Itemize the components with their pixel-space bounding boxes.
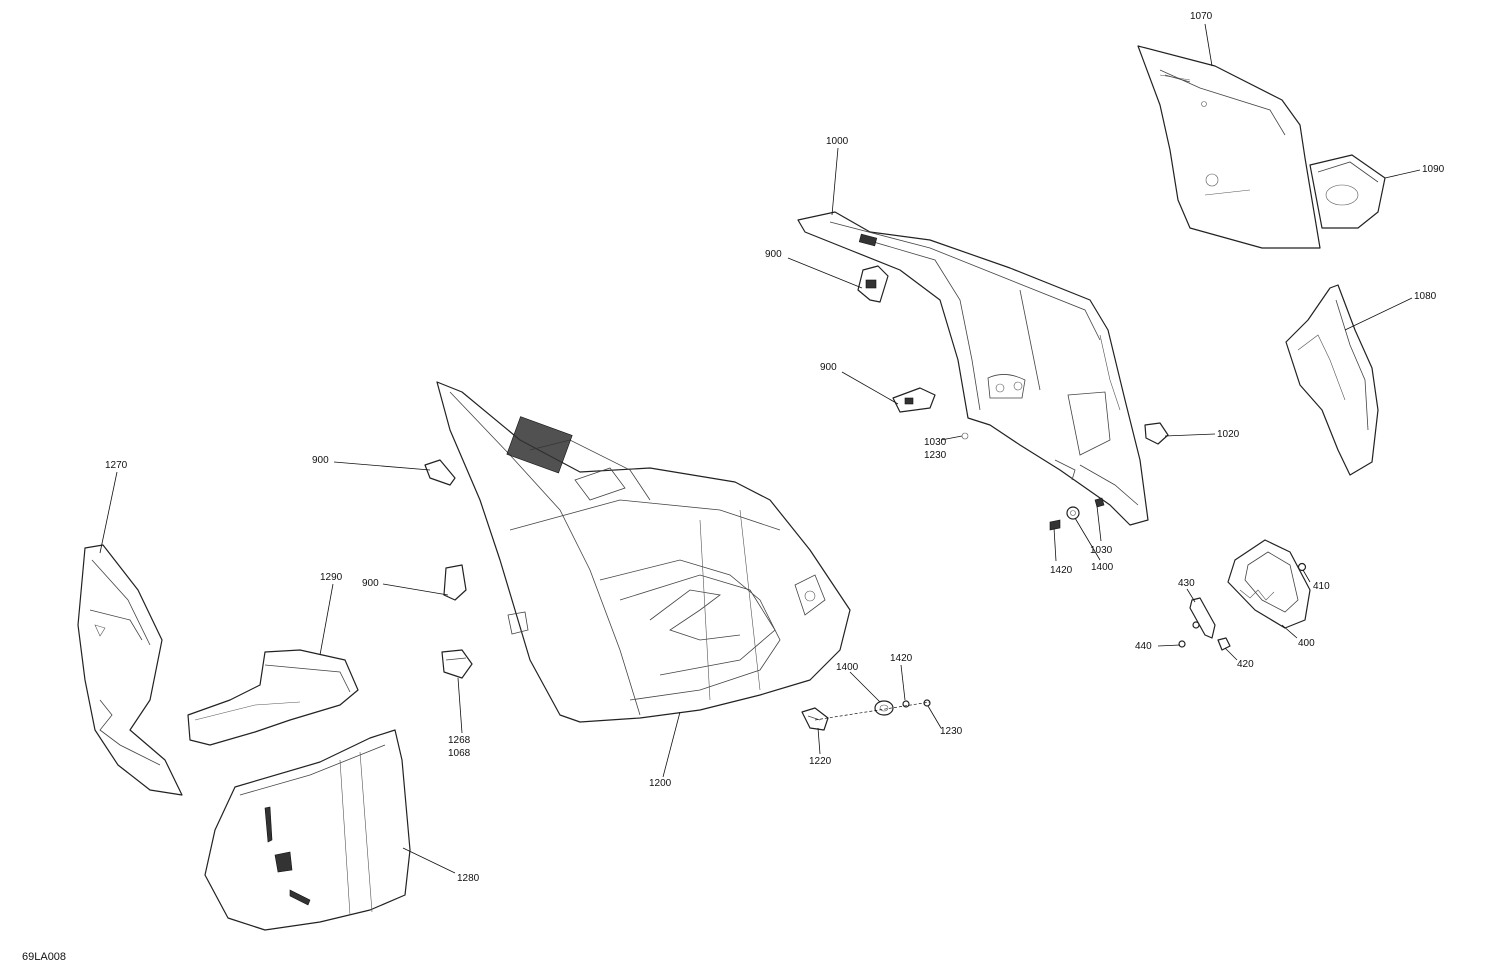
callout-900-a: 900 (765, 249, 782, 260)
part-430-plate (1189, 597, 1216, 639)
callout-1200: 1200 (649, 778, 672, 789)
callout-1290: 1290 (320, 572, 343, 583)
part-1270-left-panel (77, 544, 183, 796)
part-1420-washer (902, 700, 910, 708)
fastener-1030-upper (961, 432, 969, 440)
callout-1080: 1080 (1414, 291, 1437, 302)
callout-1220: 1220 (809, 756, 832, 767)
callout-1270: 1270 (105, 460, 128, 471)
callout-1070: 1070 (1190, 11, 1213, 22)
part-1220-hook (801, 707, 829, 731)
callout-1400-a: 1400 (1091, 562, 1114, 573)
part-400-latch (1227, 539, 1311, 629)
fastener-1400-upper (1066, 506, 1080, 520)
assembly-axis-lower (814, 701, 931, 721)
part-1070-panel (1137, 45, 1321, 249)
part-1200-main-body (436, 381, 851, 723)
fastener-1420-upper (1049, 519, 1061, 531)
callout-1268: 1268 (448, 735, 471, 746)
callout-1280: 1280 (457, 873, 480, 884)
callout-1068: 1068 (448, 748, 471, 759)
part-1000-console (797, 211, 1149, 526)
clip-1020 (1144, 422, 1169, 445)
callout-1420-a: 1420 (1050, 565, 1073, 576)
part-420-nut (1217, 637, 1231, 651)
part-1400-grommet (874, 700, 894, 716)
part-1280-lower-panel (204, 729, 411, 931)
callout-1030-b: 1030 (1090, 545, 1113, 556)
callout-900-d: 900 (362, 578, 379, 589)
clip-900-upper (857, 265, 889, 303)
part-440-screws (1178, 621, 1200, 648)
drawing-code: 69LA008 (22, 951, 66, 963)
part-1090-bracket (1309, 154, 1386, 229)
callout-430: 430 (1178, 578, 1195, 589)
callout-labels: 1070 1090 1000 900 1080 900 1030 1230 10… (22, 11, 1445, 963)
clip-900-mid (892, 387, 936, 413)
callout-410: 410 (1313, 581, 1330, 592)
clip-1268 (441, 649, 473, 679)
callout-400: 400 (1298, 638, 1315, 649)
leader-lines (99, 23, 1421, 874)
part-1080-side-trim (1285, 284, 1379, 476)
callout-900-c: 900 (312, 455, 329, 466)
clip-900-left-upper (424, 459, 456, 486)
callout-440: 440 (1135, 641, 1152, 652)
callout-1000: 1000 (826, 136, 849, 147)
clip-900-left-lower (443, 564, 467, 601)
callout-1030-a: 1030 (924, 437, 947, 448)
callout-1400-b: 1400 (836, 662, 859, 673)
callout-1020: 1020 (1217, 429, 1240, 440)
fastener-1030-lower (1094, 497, 1105, 508)
part-1290-seat (187, 649, 359, 746)
callout-1090: 1090 (1422, 164, 1445, 175)
callout-1230-b: 1230 (940, 726, 963, 737)
callout-1420-b: 1420 (890, 653, 913, 664)
callout-900-b: 900 (820, 362, 837, 373)
callout-1230-a: 1230 (924, 450, 947, 461)
callout-420: 420 (1237, 659, 1254, 670)
